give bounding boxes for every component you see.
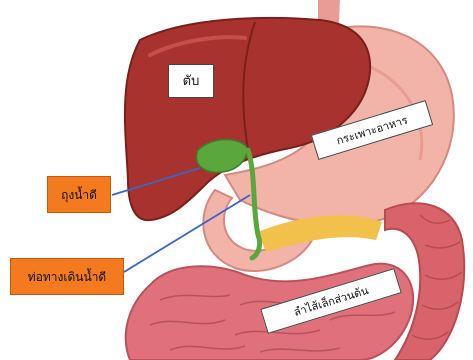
label-gallbladder: ถุงน้ำดี <box>47 176 111 213</box>
gallbladder <box>197 140 247 173</box>
label-liver: ตับ <box>168 64 214 98</box>
label-bile-duct: ท่อทางเดินน้ำดี <box>10 258 124 295</box>
pancreas <box>258 215 382 252</box>
